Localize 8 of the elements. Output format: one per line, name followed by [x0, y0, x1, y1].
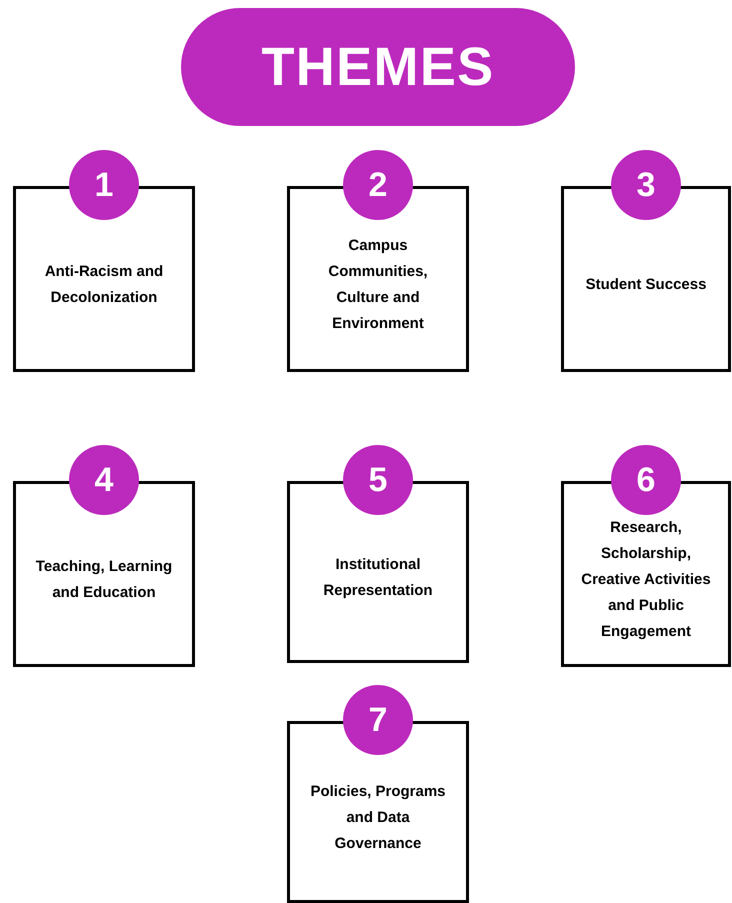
- theme-label: Policies, Programs and Data Governance: [309, 782, 447, 854]
- theme-label: Campus Communities, Culture and Environment: [327, 236, 429, 334]
- theme-label: Teaching, Learning and Education: [34, 557, 174, 603]
- theme-label: Institutional Representation: [322, 555, 434, 601]
- theme-label: Research, Scholarship, Creative Activities and Public Engagement: [580, 518, 712, 642]
- theme-label: Student Success: [584, 275, 708, 295]
- theme-label: Anti-Racism and Decolonization: [44, 262, 164, 308]
- title-banner: THEMES: [181, 8, 575, 126]
